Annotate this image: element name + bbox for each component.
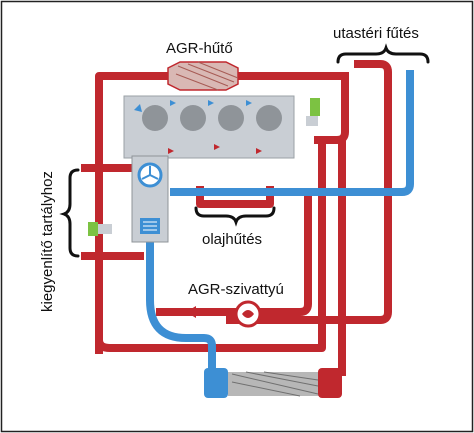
hot-pipe-egr-out [258, 196, 312, 316]
temperature-sensor-icon [306, 98, 320, 126]
egr-cooler [167, 61, 239, 91]
pump-icon [234, 300, 262, 328]
label-expansion-tank: kiegyenlítő tartályhoz [39, 171, 56, 312]
hot-pipe-oil-cooling [196, 186, 274, 208]
thermostat-icon [140, 218, 160, 234]
braces [59, 43, 430, 258]
cold-coolant-pipes [146, 70, 414, 372]
cold-pipe-pump-down [146, 180, 216, 372]
cylinder-4 [256, 105, 282, 131]
brace-oil-cooling [194, 206, 276, 227]
brace-expansion-tank [59, 168, 80, 258]
radiator [204, 368, 342, 398]
temperature-sensor-left [88, 222, 112, 236]
cold-pipe-heater-return [170, 70, 414, 196]
cylinder-3 [218, 105, 244, 131]
label-egr-cooler: AGR-hűtő [166, 40, 233, 57]
cylinder-2 [180, 105, 206, 131]
hot-pipe-cabin-feed [314, 72, 349, 144]
block-flow-arrows [134, 100, 252, 112]
hot-pipe-engine-right [94, 136, 326, 352]
flow-arrows-hot [95, 72, 392, 340]
brace-cabin-heating [336, 43, 430, 64]
cylinder-1 [142, 105, 168, 131]
label-oil-cooling: olajhűtés [202, 231, 262, 248]
fan-icon [137, 162, 163, 188]
label-egr-pump: AGR-szivattyú [188, 281, 284, 298]
label-cabin-heating: utastéri fűtés [333, 25, 419, 42]
block-hot-arrows [168, 144, 262, 154]
engine-block [123, 95, 295, 159]
